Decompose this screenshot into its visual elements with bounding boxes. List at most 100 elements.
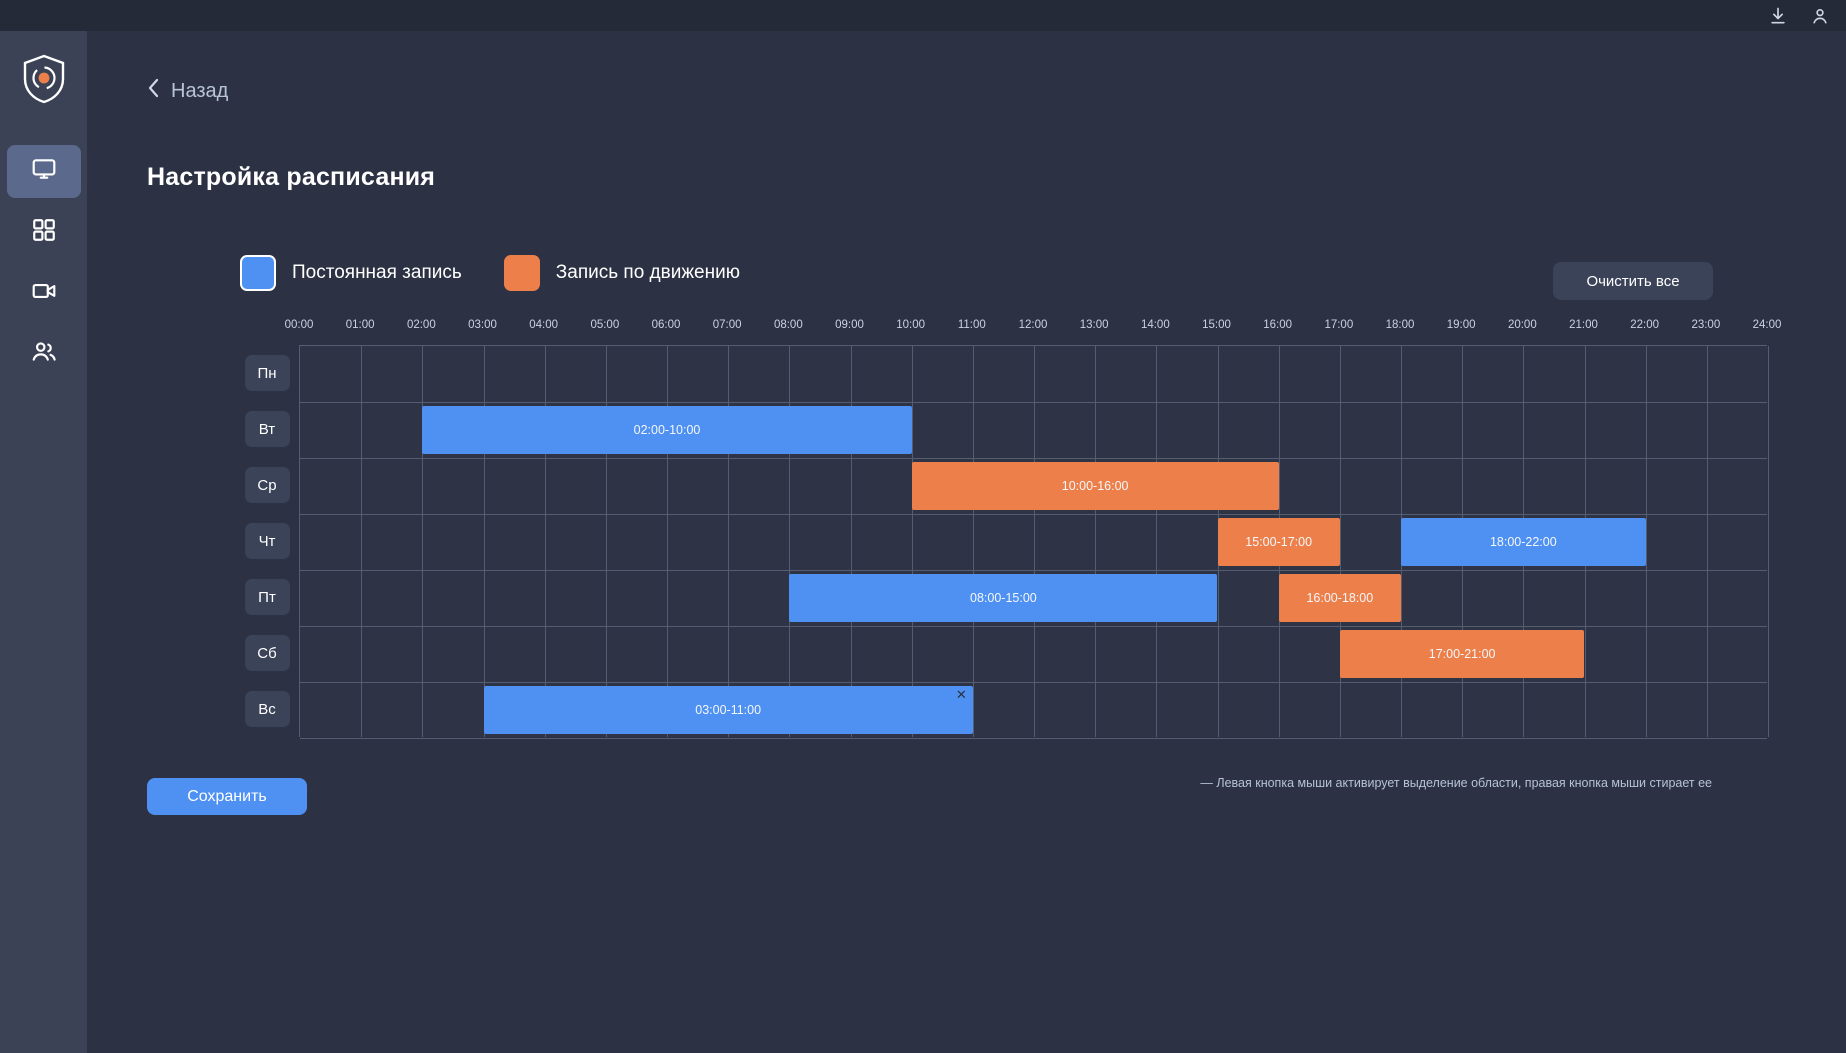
- day-chip[interactable]: Пт: [244, 579, 290, 615]
- grid-vline: [667, 346, 668, 737]
- legend-swatch-motion-icon: [503, 255, 540, 291]
- time-tick-label: 18:00: [1385, 319, 1415, 331]
- schedule-block[interactable]: 03:00-11:00 ✕: [483, 686, 973, 734]
- day-chip[interactable]: Вт: [244, 411, 290, 447]
- user-account-icon[interactable]: [1810, 6, 1830, 26]
- time-tick-label: 09:00: [835, 319, 864, 331]
- day-label-cell: Пн: [235, 345, 299, 401]
- chevron-left-icon: [147, 78, 161, 104]
- sidebar-item-monitor[interactable]: [6, 145, 81, 198]
- sidebar-item-apps[interactable]: [7, 206, 81, 259]
- sidebar-item-camera[interactable]: [7, 267, 81, 320]
- video-camera-icon: [31, 278, 57, 309]
- shield-logo: [20, 53, 68, 105]
- schedule-block[interactable]: 02:00-10:00: [422, 406, 912, 454]
- time-tick-label: 04:00: [529, 319, 559, 331]
- day-chip[interactable]: Чт: [244, 523, 290, 559]
- time-tick-label: 23:00: [1691, 319, 1721, 331]
- grid-vline: [1034, 346, 1035, 737]
- time-tick-label: 11:00: [957, 319, 986, 331]
- grid-hline: [300, 682, 1767, 683]
- grid-vline: [1095, 346, 1097, 737]
- page-title: Настройка расписания: [147, 163, 436, 191]
- usage-hint: — Левая кнопка мыши активирует выделение…: [1200, 776, 1712, 790]
- grid-vline: [483, 346, 485, 737]
- sidebar-item-users[interactable]: [7, 328, 81, 381]
- time-tick-label: 14:00: [1140, 319, 1170, 331]
- grid-hline: [300, 402, 1767, 403]
- time-tick-label: 00:00: [284, 319, 314, 331]
- grid-vline: [911, 346, 913, 737]
- grid-vline: [789, 346, 791, 737]
- schedule-block-label: 02:00-10:00: [633, 423, 701, 437]
- schedule-widget: 00:00 01:00 02:00 03:00 04:00 05:00 06:00 07:00…: [235, 319, 1782, 739]
- grid-hline: [300, 514, 1767, 515]
- grid-vline: [1339, 346, 1341, 737]
- time-tick-label: 15:00: [1202, 319, 1231, 331]
- time-tick-label: 22:00: [1630, 319, 1660, 331]
- top-bar: [0, 0, 1846, 31]
- day-label-cell: Вс: [235, 681, 299, 737]
- monitor-icon: [31, 156, 57, 187]
- day-chip[interactable]: Пн: [244, 355, 290, 391]
- schedule-block[interactable]: 15:00-17:00: [1217, 518, 1340, 566]
- day-chip[interactable]: Вс: [244, 691, 290, 727]
- schedule-block-label: 16:00-18:00: [1306, 591, 1374, 605]
- day-label-cell: Чт: [235, 513, 299, 569]
- grid-vline: [972, 346, 974, 737]
- save-button[interactable]: Сохранить: [147, 778, 307, 815]
- schedule-block[interactable]: 08:00-15:00: [789, 574, 1218, 622]
- time-tick-label: 13:00: [1079, 319, 1109, 331]
- legend: Постоянная запись Запись по движению: [240, 255, 740, 291]
- schedule-grid[interactable]: 02:00-10:00 10:00-16:00 15:00-17:00 18:00-2…: [299, 345, 1769, 739]
- clear-all-button[interactable]: Очистить все: [1553, 262, 1713, 300]
- main-content: Назад Настройка расписания Постоянная за…: [87, 31, 1846, 1053]
- back-link-label: Назад: [171, 79, 229, 102]
- grid-vline: [1156, 346, 1158, 737]
- legend-item-continuous: Постоянная запись: [240, 255, 462, 291]
- schedule-block[interactable]: 17:00-21:00: [1339, 630, 1585, 678]
- users-icon: [31, 339, 57, 370]
- time-axis: 00:00 01:00 02:00 03:00 04:00 05:00 06:00 07:00…: [285, 319, 1782, 341]
- time-tick-label: 20:00: [1507, 319, 1537, 331]
- schedule-block[interactable]: 10:00-16:00: [911, 462, 1279, 510]
- time-tick-label: 17:00: [1324, 319, 1354, 331]
- legend-label-motion: Запись по движению: [555, 262, 740, 283]
- grid-vline: [1645, 346, 1647, 737]
- grid-hline: [300, 738, 1767, 739]
- close-icon[interactable]: ✕: [955, 687, 967, 702]
- download-icon[interactable]: [1768, 6, 1788, 26]
- time-tick-label: 07:00: [712, 319, 742, 331]
- schedule-block[interactable]: 18:00-22:00: [1401, 518, 1646, 566]
- time-tick-label: 19:00: [1446, 319, 1476, 331]
- legend-label-continuous: Постоянная запись: [292, 262, 462, 283]
- time-tick-label: 05:00: [590, 319, 620, 331]
- time-tick-label: 01:00: [345, 319, 375, 331]
- time-tick-label: 06:00: [651, 319, 681, 331]
- grid-vline: [361, 346, 363, 737]
- grid-hline: [300, 458, 1767, 459]
- schedule-block-label: 18:00-22:00: [1489, 535, 1557, 549]
- grid-apps-icon: [31, 217, 57, 248]
- grid-hline: [300, 570, 1767, 571]
- grid-vline: [605, 346, 607, 737]
- back-link[interactable]: Назад: [147, 78, 228, 104]
- legend-swatch-continuous-icon: [240, 255, 276, 291]
- day-chip[interactable]: Сб: [244, 635, 290, 671]
- day-chip[interactable]: Ср: [244, 467, 290, 503]
- grid-vline: [544, 346, 546, 737]
- grid-vline: [1768, 346, 1769, 737]
- schedule-block-label: 15:00-17:00: [1245, 535, 1313, 549]
- schedule-block[interactable]: 16:00-18:00: [1278, 574, 1401, 622]
- time-tick-label: 16:00: [1263, 319, 1293, 331]
- sidebar: [0, 31, 87, 1053]
- grid-vline: [850, 346, 852, 737]
- time-tick-label: 21:00: [1569, 319, 1598, 331]
- time-tick-label: 24:00: [1752, 319, 1782, 331]
- time-tick-label: 02:00: [406, 319, 436, 331]
- schedule-block-label: 03:00-11:00: [695, 703, 762, 717]
- time-tick-label: 03:00: [468, 319, 497, 331]
- time-tick-label: 08:00: [773, 319, 803, 331]
